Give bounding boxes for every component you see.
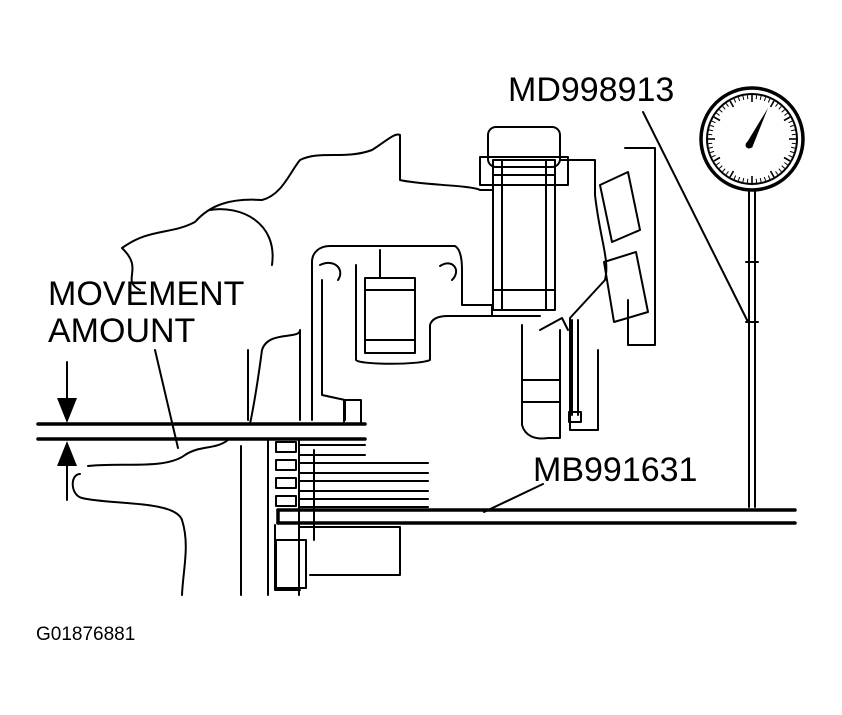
dial-indicator-md998913 <box>699 86 805 508</box>
bolt-shank <box>492 159 556 311</box>
bearing-housing <box>521 147 656 440</box>
return-spring <box>364 277 416 354</box>
dial-tick <box>708 146 714 149</box>
dial-tick <box>781 165 786 169</box>
dial-tick <box>722 168 726 173</box>
upper-bearing-roller <box>599 171 641 243</box>
dial-gauge-bezel <box>699 86 805 192</box>
movement-label-line2: AMOUNT <box>48 312 195 350</box>
dial-tick <box>708 129 714 132</box>
dial-tick <box>775 103 779 107</box>
tool-bar-label: MB991631 <box>533 451 697 489</box>
dial-tick <box>742 177 745 183</box>
dial-tick <box>729 170 735 178</box>
dial-tick <box>767 98 771 103</box>
dial-tick <box>778 168 782 173</box>
dial-gauge-face <box>706 93 798 185</box>
pressure-plate <box>275 539 307 589</box>
piston-assembly <box>311 245 541 425</box>
clutch-plates <box>275 441 429 589</box>
dial-tick <box>733 98 737 103</box>
dial-tick <box>775 171 779 175</box>
dial-tick <box>729 100 735 108</box>
dial-tick <box>767 175 771 180</box>
dial-tick <box>778 105 782 110</box>
dial-tick <box>769 170 775 178</box>
dial-tick <box>788 120 793 124</box>
dial-tick <box>763 176 767 181</box>
dial-tick <box>710 124 715 128</box>
dial-tick <box>790 129 796 132</box>
bolt-assembly <box>479 126 569 311</box>
piston-seal <box>343 399 362 425</box>
leader-lines <box>154 111 749 513</box>
arrow-down-head <box>57 398 77 423</box>
dial-tick <box>783 156 791 162</box>
dial-tick <box>737 97 741 102</box>
dial-tick <box>789 124 794 128</box>
dial-tick <box>713 156 721 162</box>
dial-tick <box>710 150 715 154</box>
dial-needle-hub <box>745 141 753 149</box>
dial-tick <box>718 165 723 169</box>
dial-tick <box>781 109 786 113</box>
dial-tick <box>725 171 729 175</box>
dial-tick <box>790 146 796 149</box>
dial-tick <box>789 150 794 154</box>
dial-tick <box>733 175 737 180</box>
lower-bearing-roller <box>603 251 649 323</box>
dial-tick <box>737 176 741 181</box>
dial-tick <box>759 95 762 101</box>
dial-tick <box>718 109 723 113</box>
snap-ring <box>521 379 561 403</box>
dial-tick <box>711 154 716 158</box>
tool-indicator-leader-line <box>642 111 749 323</box>
dial-needle <box>746 108 768 148</box>
movement-label-line1: MOVEMENT <box>48 275 244 313</box>
dial-tick <box>725 103 729 107</box>
dial-tick <box>722 105 726 110</box>
dial-tick <box>713 116 721 122</box>
pin <box>568 411 582 423</box>
dial-tick <box>784 162 788 166</box>
bolt-head <box>487 126 561 168</box>
dial-tick <box>783 116 791 122</box>
dial-tick <box>763 97 767 102</box>
movement-leader-line <box>154 349 179 449</box>
dial-tick <box>769 100 775 108</box>
tool-bar-mb991631 <box>276 508 797 525</box>
dial-tick <box>711 120 716 124</box>
dial-tick <box>784 112 788 116</box>
dial-tick <box>788 154 793 158</box>
figure-id-label: G01876881 <box>36 624 135 645</box>
dial-tick <box>742 95 745 101</box>
arrow-up-head <box>57 441 77 466</box>
dial-scale <box>708 95 796 183</box>
dial-tick <box>716 112 720 116</box>
tool-bar-leader-line <box>483 483 544 513</box>
dial-tick <box>759 177 762 183</box>
dial-tick <box>716 162 720 166</box>
movement-dimension <box>36 361 367 501</box>
nut <box>479 156 569 186</box>
tool-indicator-label: MD998913 <box>508 71 674 109</box>
transmission-case <box>71 133 494 596</box>
